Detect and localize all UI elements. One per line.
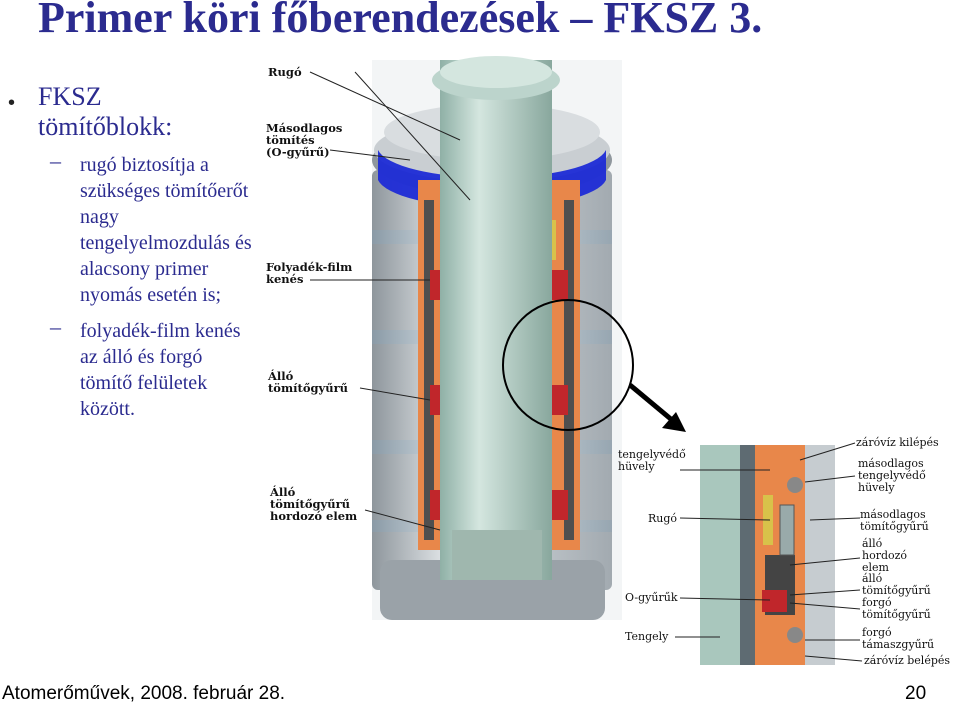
label-allo-hordozo-elem: álló hordozó elem	[862, 537, 908, 574]
label-o-gyuruk: O-gyűrűk	[625, 591, 678, 604]
label-rugo: Rugó	[268, 65, 302, 79]
page-number: 20	[905, 683, 927, 704]
label-forgo-tomitogyuru: forgó tömítőgyűrű	[862, 596, 931, 621]
bullet-marker: •	[8, 92, 16, 114]
dash-marker-1: –	[50, 148, 61, 173]
bullet-sub-1: rugó biztosítja a szükséges tömítőerőt n…	[80, 154, 252, 306]
label-allo-tomitogyuru-detail: álló tömítőgyűrű	[862, 572, 931, 597]
page-title: Primer köri főberendezések – FKSZ 3.	[38, 0, 763, 42]
label-tengelyvedo-huvely: tengelyvédő hüvely	[618, 448, 686, 473]
label-masodlagos-tomitogyuru: másodlagos tömítőgyűrű	[860, 508, 929, 533]
shaft	[432, 56, 560, 580]
label-hordozo-elem: Álló tömítőgyűrű hordozó elem	[270, 485, 358, 523]
label-masodlagos-tomites: Másodlagos tömítés (O-gyűrű)	[266, 121, 343, 159]
detail-circle	[502, 299, 634, 431]
detail-arrow	[628, 383, 674, 422]
dash-marker-2: –	[50, 314, 61, 339]
arrow-head	[662, 412, 686, 432]
footer-text: Atomerőművek, 2008. február 28.	[2, 683, 286, 704]
label-tengely: Tengely	[625, 630, 669, 643]
bullet-sub-2: folyadék-film kenés az álló és forgó töm…	[80, 320, 241, 420]
label-masodlagos-tengelyvedo: másodlagos tengelyvédő hüvely	[858, 457, 926, 494]
label-folyadek-film: Folyadék-film kenés	[266, 260, 353, 286]
leader-lines	[309, 71, 471, 531]
detail-inset	[700, 445, 835, 665]
label-allo-tomitogyuru: Álló tömítőgyűrű	[268, 369, 349, 395]
detail-leader-lines	[675, 442, 863, 662]
label-forgo-tamaszgyuru: forgó támaszgyűrű	[862, 626, 935, 651]
bullet-main: FKSZ tömítőblokk:	[38, 82, 173, 141]
label-zaroviz-belepes: záróvíz belépés	[864, 654, 951, 667]
label-zaroviz-kilepes: záróvíz kilépés	[856, 436, 939, 449]
label-detail-rugo: Rugó	[648, 512, 678, 525]
